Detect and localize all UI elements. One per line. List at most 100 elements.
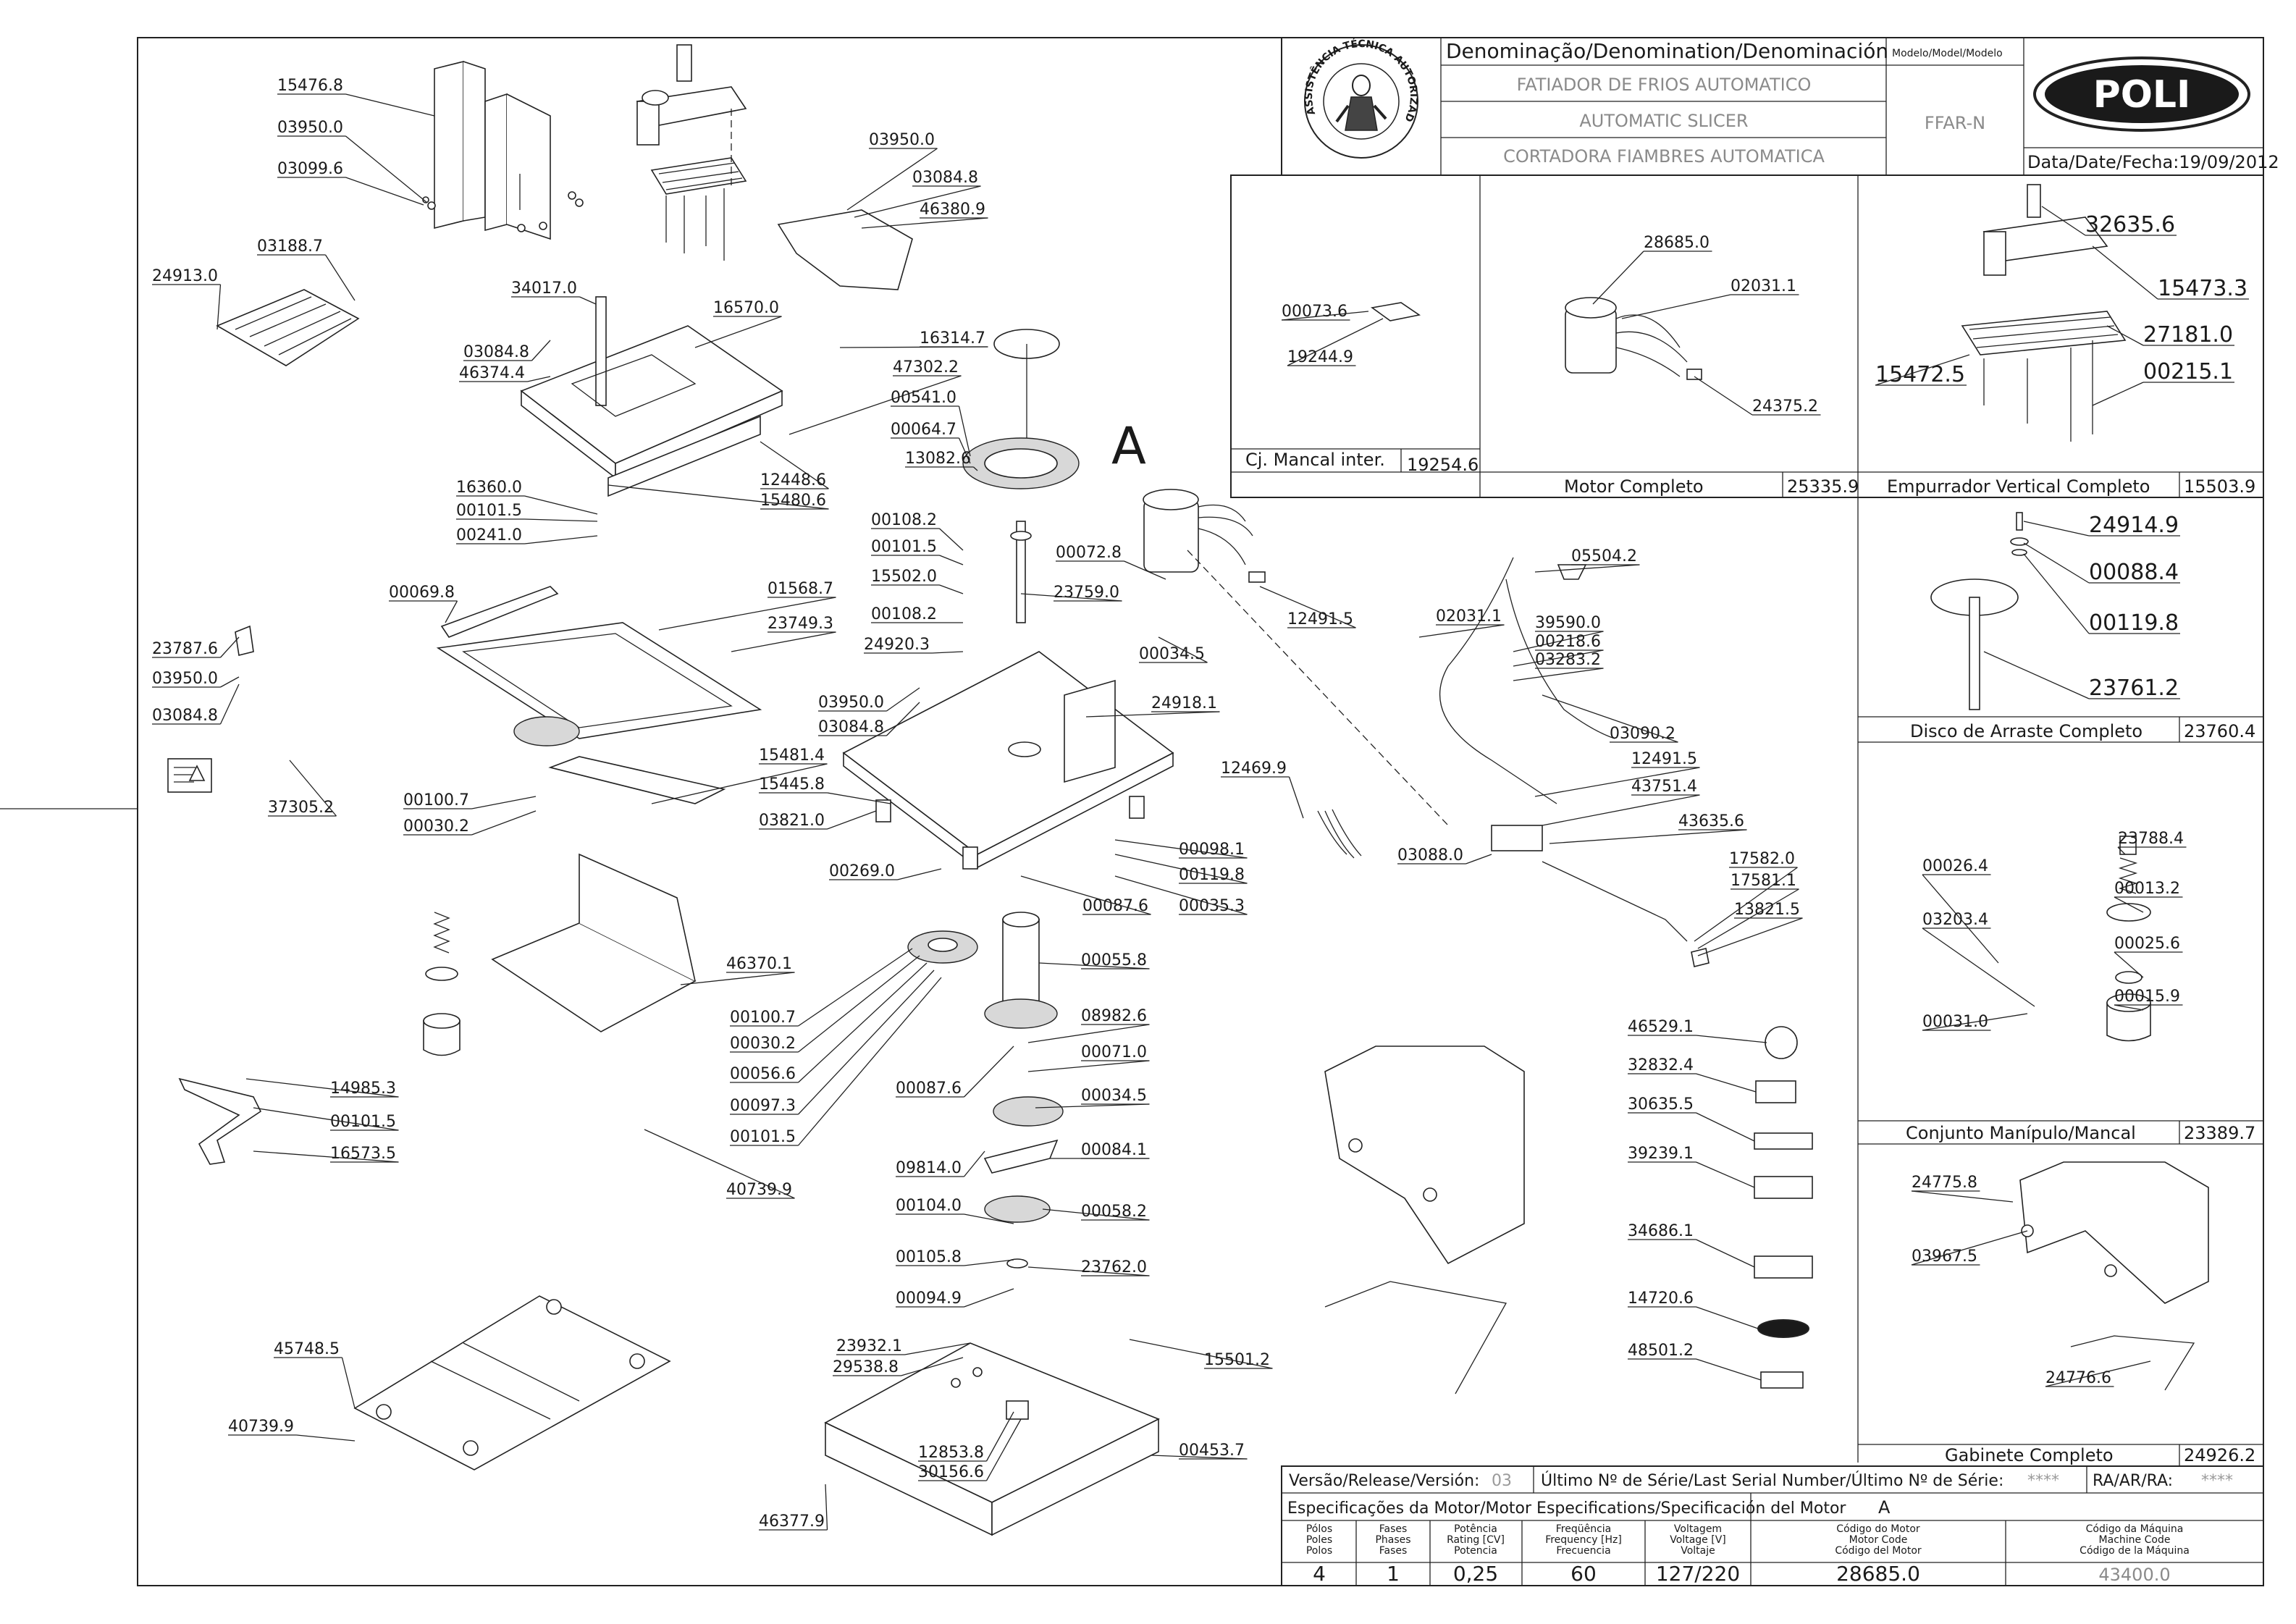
leader-line: [1038, 962, 1150, 969]
part-label: 00034.5: [1035, 1087, 1150, 1108]
part-label: 30156.6: [918, 1418, 1022, 1481]
leader-line: [527, 376, 551, 382]
leader-line: [958, 437, 971, 464]
feed-disc-part: [962, 329, 1080, 623]
part-label: 43635.6: [1549, 812, 1747, 844]
bottom-plate-part: [353, 1295, 671, 1471]
part-label: 00084.1: [1050, 1141, 1150, 1159]
leader-line: [798, 977, 942, 1146]
part-number: 15476.8: [277, 77, 343, 95]
leader-line: [985, 1411, 1014, 1462]
spec-header: Phases: [1375, 1534, 1410, 1546]
part-number: 00215.1: [2143, 359, 2233, 384]
spec-header: Frequency [Hz]: [1545, 1534, 1622, 1546]
part-number: 12491.5: [1287, 610, 1353, 628]
part-label: 00055.8: [1038, 951, 1150, 969]
part-number: 00104.0: [896, 1197, 962, 1215]
part-label: 00101.5: [871, 538, 964, 565]
part-number: 00108.2: [871, 605, 937, 623]
leader-line: [932, 651, 964, 654]
part-label: 00541.0: [891, 389, 971, 457]
motor-spec-columns: PólosPolesPolos4FasesPhasesFases1Potênci…: [1306, 1523, 2190, 1586]
part-number: 15472.5: [1875, 362, 1965, 387]
part-number: 32832.4: [1628, 1056, 1694, 1074]
part-number: 24375.2: [1752, 397, 1818, 416]
lower-carriage-frame: [436, 586, 762, 804]
part-label: 03090.2: [1542, 694, 1678, 743]
part-number: 13821.5: [1734, 901, 1800, 919]
leader-line: [1114, 875, 1248, 915]
part-number: 00087.6: [1082, 897, 1148, 915]
part-label: 48501.2: [1628, 1342, 1762, 1381]
part-number: 19244.9: [1287, 348, 1353, 366]
motor-spec-rev: A: [1878, 1497, 1891, 1518]
asm-part-label: 00073.6: [1281, 303, 1369, 321]
part-number: 03084.8: [912, 169, 978, 187]
leader-line: [1694, 867, 1798, 942]
leader-line: [939, 528, 964, 551]
leader-line: [854, 185, 981, 218]
asm-cabinet-code: 24926.2: [2184, 1445, 2255, 1465]
leader-line: [1513, 668, 1604, 681]
part-label: 00100.7: [403, 791, 537, 809]
part-label: 32832.4: [1628, 1056, 1757, 1093]
subassembly-part-labels: 00073.619244.928685.002031.124375.232635…: [1281, 206, 2249, 1387]
release-and-motor-spec-table: Versão/Release/Versión: 03 Último Nº de …: [1281, 1465, 2264, 1586]
leader-line: [1534, 767, 1700, 797]
part-number: 34686.1: [1628, 1222, 1694, 1240]
leader-line: [245, 1078, 399, 1098]
carriage-plate-part: [520, 296, 783, 497]
subassembly-drawings: [1317, 184, 2209, 1394]
part-label: 37305.2: [268, 760, 337, 817]
leader-line: [1466, 854, 1492, 864]
leader-line: [1124, 560, 1166, 580]
leader-line: [1129, 1339, 1273, 1369]
part-label: 17582.0: [1694, 850, 1798, 942]
part-number: 00218.6: [1535, 633, 1601, 651]
part-label: 12469.9: [1221, 760, 1304, 819]
part-number: 34017.0: [511, 279, 577, 298]
svg-text:POLI: POLI: [2093, 73, 2191, 117]
spec-header: Voltage [V]: [1670, 1534, 1725, 1546]
part-number: 00241.0: [456, 526, 522, 544]
part-number: 03821.0: [759, 812, 825, 830]
part-label: 24920.3: [864, 636, 964, 654]
part-number: 30635.5: [1628, 1095, 1694, 1114]
spec-value: 60: [1570, 1562, 1597, 1586]
leader-line: [1288, 776, 1304, 819]
leader-line: [658, 597, 836, 631]
part-number: 09814.0: [896, 1159, 962, 1177]
part-label: 00064.7: [891, 421, 971, 464]
part-number: 03188.7: [257, 237, 323, 256]
asm-part-label: 03967.5: [1911, 1230, 2028, 1266]
leader-line: [1418, 624, 1505, 638]
name-en: AUTOMATIC SLICER: [1579, 111, 1748, 131]
leader-line: [1513, 631, 1604, 652]
part-number: 16573.5: [330, 1145, 396, 1163]
part-number: 46370.1: [726, 955, 792, 973]
leader-line: [901, 1357, 964, 1376]
spec-header: Código da Máquina: [2086, 1523, 2184, 1535]
leader-line: [1542, 694, 1678, 743]
part-number: 00064.7: [891, 421, 956, 439]
leader-line: [827, 810, 877, 830]
part-number: 17581.1: [1731, 872, 1796, 890]
spec-value: 4: [1313, 1562, 1326, 1586]
asm-part-label: 00215.1: [2092, 359, 2234, 406]
model-header: Modelo/Model/Modelo: [1892, 48, 2003, 59]
part-number: 00026.4: [1922, 857, 1988, 875]
part-number: 23932.1: [836, 1337, 902, 1355]
leader-line: [1696, 1035, 1767, 1043]
part-number: 00056.6: [730, 1065, 796, 1083]
part-number: 00100.7: [403, 791, 469, 809]
model-code: FFAR-N: [1925, 113, 1985, 133]
part-number: 03950.0: [818, 694, 884, 712]
part-label: 00098.1: [1114, 839, 1248, 859]
part-number: 00105.8: [896, 1248, 962, 1266]
part-label: 29538.8: [833, 1357, 964, 1376]
leader-line: [345, 135, 428, 203]
name-es: CORTADORA FIAMBRES AUTOMATICA: [1503, 146, 1825, 167]
part-label: 00069.8: [389, 584, 458, 623]
